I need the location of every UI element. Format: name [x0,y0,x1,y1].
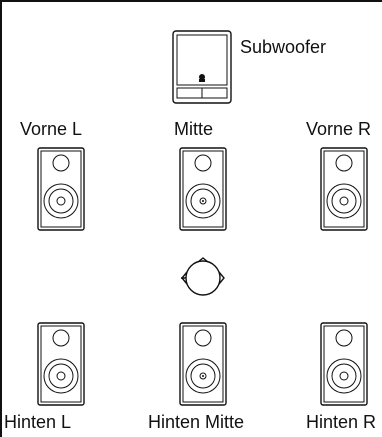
subwoofer-icon [172,30,232,104]
listener-head-icon [181,257,225,296]
center-speaker-icon [179,147,227,231]
rear-right-speaker-icon [320,322,368,406]
center-label: Mitte [174,119,214,139]
front-right-label: Vorne R [306,119,372,139]
front-right-speaker-icon [320,147,368,231]
rear-center-label: Hinten Mitte [148,412,245,432]
rear-left-speaker-icon [37,322,85,406]
subwoofer-label: Subwoofer [240,37,327,57]
front-left-label: Vorne L [20,119,83,139]
front-left-speaker-icon [37,147,85,231]
rear-left-label: Hinten L [4,412,72,432]
rear-center-speaker-icon [179,322,227,406]
rear-right-label: Hinten R [306,412,377,432]
